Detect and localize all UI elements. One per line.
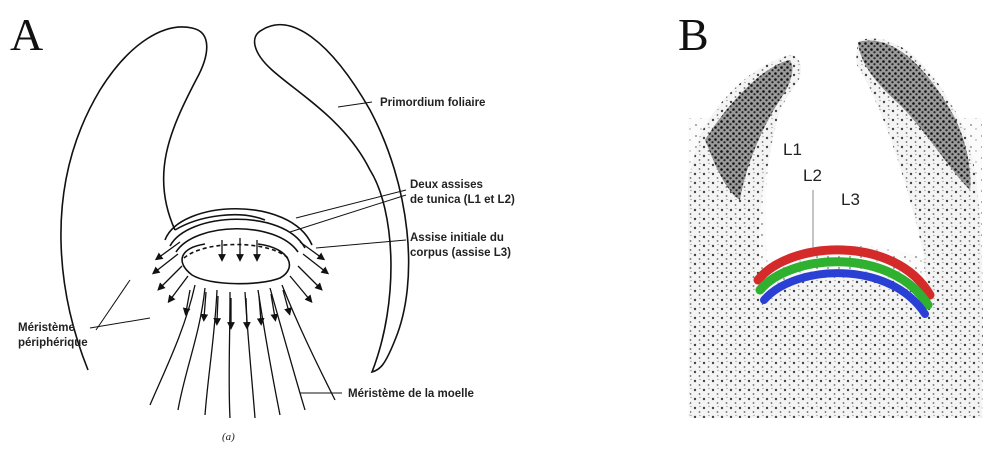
right-primordium-outline xyxy=(255,25,409,372)
label-peripheral-line1: Méristème xyxy=(18,322,75,334)
tunica-3 xyxy=(176,229,298,252)
panel-a-sublabel: (a) xyxy=(222,431,235,443)
label-tunica-line1: Deux assises xyxy=(410,179,483,191)
panel-b-micrograph xyxy=(688,38,983,418)
left-primordium-outline xyxy=(61,27,207,370)
layer-L3-label: L3 xyxy=(841,190,860,209)
label-corpus-line1: Assise initiale du xyxy=(410,232,504,244)
label-pith: Méristème de la moelle xyxy=(348,388,474,400)
panel-a-diagram xyxy=(61,25,409,418)
label-peripheral-line2: périphérique xyxy=(18,337,88,349)
label-tunica-line2: de tunica (L1 et L2) xyxy=(410,194,515,206)
label-primordium: Primordium foliaire xyxy=(380,97,485,109)
label-corpus-line2: corpus (assise L3) xyxy=(410,247,511,259)
layer-L1-label: L1 xyxy=(783,140,802,159)
tunica-inner xyxy=(170,219,305,248)
layer-L2-label: L2 xyxy=(803,166,822,185)
